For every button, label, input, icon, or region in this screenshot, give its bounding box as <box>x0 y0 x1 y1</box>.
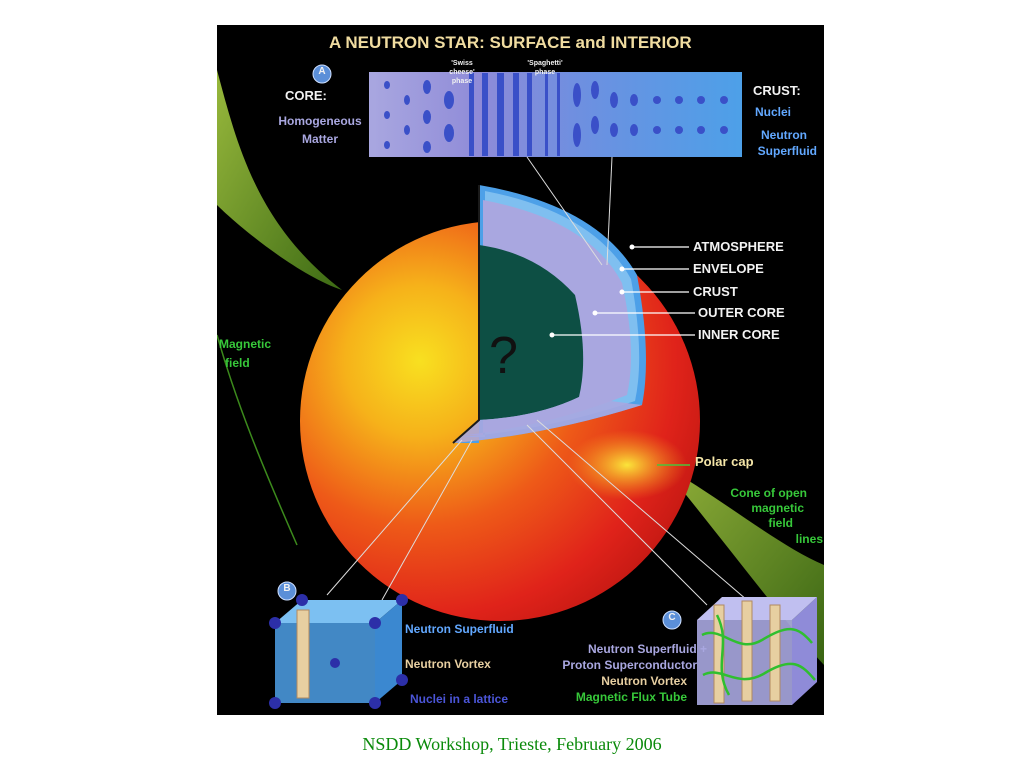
inset-b-superfluid-label: Neutron Superfluid <box>405 622 514 636</box>
crust-heading: CRUST: <box>753 83 801 98</box>
layer-pointer-lines <box>552 246 695 336</box>
cone-label-3: field <box>768 516 793 530</box>
inset-c-flux-cube <box>697 597 817 705</box>
inset-b-connector-2 <box>381 439 473 601</box>
cone-label-1: Cone of open <box>730 486 807 500</box>
inset-c-label-3: Neutron Vortex <box>601 674 687 688</box>
core-line-1: Homogeneous <box>278 114 362 128</box>
layer-pointer-dots <box>549 244 635 338</box>
inset-c-connector-2 <box>526 424 708 606</box>
cone-label-4: lines <box>795 532 823 546</box>
crust-connector-1 <box>526 156 603 266</box>
inset-c-connector-1 <box>536 419 748 601</box>
layer-label-outer-core: OUTER CORE <box>698 305 785 320</box>
swiss-cheese-label-3: phase <box>451 78 473 85</box>
neutron-star-illustration <box>217 64 824 709</box>
inset-b-vortex-label: Neutron Vortex <box>405 657 491 671</box>
swiss-cheese-label-1: 'Swiss <box>451 60 473 67</box>
layer-label-envelope: ENVELOPE <box>693 261 764 276</box>
layer-label-inner-core: INNER CORE <box>698 327 780 342</box>
layer-label-atmosphere: ATMOSPHERE <box>693 239 784 254</box>
inner-core-wedge <box>479 245 584 420</box>
spaghetti-label-1: 'Spaghetti' <box>527 60 563 67</box>
crust-superfluid-line-1: Neutron <box>761 128 807 142</box>
slide-caption: NSDD Workshop, Trieste, February 2006 <box>362 734 662 754</box>
badge-a: A <box>318 66 326 77</box>
crust-superfluid-line-2: Superfluid <box>757 144 817 158</box>
magnetic-field-label-1: Magnetic <box>219 337 272 351</box>
crust-nuclei-label: Nuclei <box>755 105 792 119</box>
crust-phase-pattern <box>384 73 728 156</box>
unknown-core-question-mark: ? <box>489 327 518 385</box>
badge-c: C <box>668 612 676 623</box>
crust-phase-strip <box>369 72 742 157</box>
figure-title: A NEUTRON STAR: SURFACE and INTERIOR <box>329 33 692 52</box>
core-heading: CORE: <box>285 88 327 103</box>
layer-label-crust: CRUST <box>693 284 738 299</box>
magnetic-field-label-2: field <box>225 356 250 370</box>
neutron-star-figure: A NEUTRON STAR: SURFACE and INTERIOR A B… <box>217 25 824 715</box>
spaghetti-label-2: phase <box>534 69 556 76</box>
badge-circles <box>277 64 682 630</box>
inset-c-label-4: Magnetic Flux Tube <box>575 690 687 704</box>
inset-b-connector-1 <box>326 439 463 596</box>
inset-c-label-1: Neutron Superfluid + <box>587 642 707 656</box>
polar-cap-label: Polar cap <box>695 454 754 469</box>
swiss-cheese-label-2: cheese' <box>449 69 475 76</box>
polar-cap-glow <box>567 430 687 500</box>
inset-b-nuclei-label: Nuclei in a lattice <box>410 692 509 706</box>
wedge-left-edge <box>452 185 480 444</box>
magnetic-field-line-left <box>217 70 342 290</box>
core-line-2: Matter <box>301 132 338 146</box>
badge-b: B <box>283 583 291 594</box>
inset-b-lattice-cube <box>269 594 408 709</box>
inset-c-label-2: Proton Superconductor <box>562 658 697 672</box>
magnetic-field-line-left-thin <box>217 334 298 546</box>
wedge-bottom-face <box>453 397 642 443</box>
cone-label-2: magnetic <box>751 501 804 515</box>
crust-connector-2 <box>606 156 613 266</box>
